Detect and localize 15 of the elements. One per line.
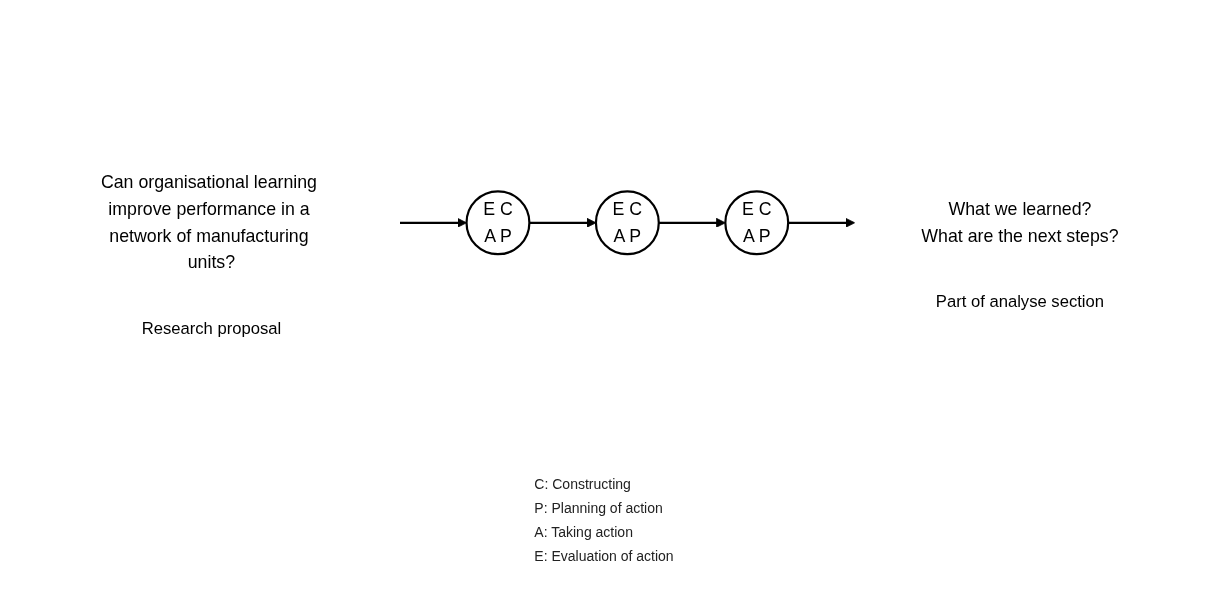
node-text: Can organisational learning improve performance in a network of manufacturing units?	[100, 172, 317, 272]
arrow	[529, 217, 597, 228]
node-label: Research proposal	[141, 318, 282, 338]
node-circle: E C A P	[465, 190, 531, 256]
node-text: What we learned? What are the next steps?	[921, 199, 1119, 245]
node-label: Part of analyse section	[935, 292, 1105, 312]
node-circle: E C A P	[724, 190, 790, 256]
arrow	[658, 217, 726, 228]
arrow	[788, 217, 856, 228]
arrow	[400, 217, 467, 228]
legend-note: A: Taking action	[534, 524, 634, 540]
legend-note: E: Evaluation of action	[534, 548, 674, 564]
legend-note: C: Constructing	[534, 476, 632, 492]
node-circle: E C A P	[594, 190, 660, 256]
legend-note: P: Planning of action	[534, 500, 664, 516]
